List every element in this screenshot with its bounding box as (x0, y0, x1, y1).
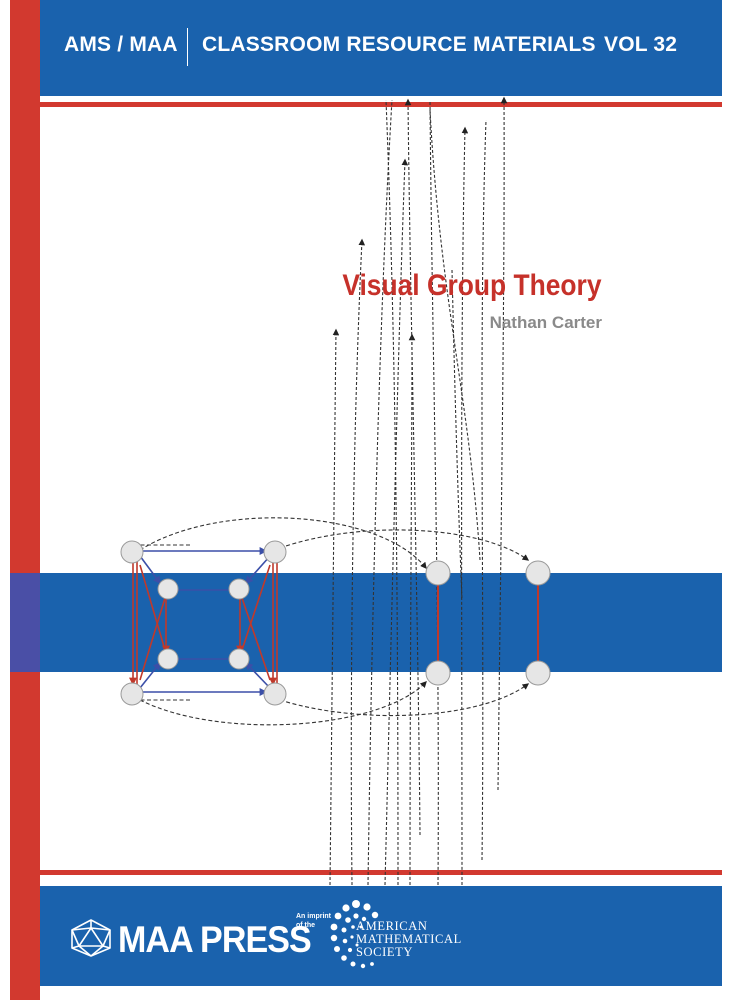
node-outer-top-left (120, 540, 144, 564)
node-outer-bottom-left (120, 682, 144, 706)
series-publishers: AMS / MAA (64, 33, 178, 56)
middle-band-spine-segment (10, 573, 40, 672)
maa-press-wordmark: MAA PRESS (118, 919, 312, 960)
ams-line-1: AMERICAN (356, 919, 428, 933)
ams-line-3: SOCIETY (356, 945, 413, 959)
dashed-flow-lines (329, 96, 508, 886)
bottom-blue-band (40, 886, 722, 986)
dotted-spiral-icon (330, 900, 379, 969)
node-inner-bottom-right (228, 648, 250, 670)
series-collection: CLASSROOM RESOURCE MATERIALS (202, 33, 596, 56)
node-inner-top-right (228, 578, 250, 600)
node-square-top-right (525, 560, 551, 586)
book-author: Nathan Carter (489, 313, 602, 332)
blue-generator-edges (139, 547, 271, 696)
bottom-red-rule (40, 870, 722, 875)
ams-line-2: MATHEMATICAL (356, 932, 462, 946)
dashed-arc-connectors (134, 517, 530, 726)
node-square-bottom-right (525, 660, 551, 686)
series-volume: VOL 32 (604, 33, 678, 56)
node-square-bottom-left (425, 660, 451, 686)
node-inner-top-left (157, 578, 179, 600)
icosahedron-icon (71, 919, 111, 957)
red-generator-edges (129, 560, 278, 686)
ams-wordmark: AMERICAN MATHEMATICAL SOCIETY (356, 920, 462, 959)
middle-blue-band (10, 573, 722, 672)
book-title: Visual Group Theory (342, 269, 602, 302)
red-spine (10, 0, 40, 1000)
top-red-rule (40, 102, 722, 107)
node-square-top-left (425, 560, 451, 586)
right-square-edges (437, 584, 539, 662)
imprint-note: An imprint of the (296, 912, 331, 930)
node-outer-bottom-right (263, 682, 287, 706)
imprint-line-2: of the (296, 922, 316, 929)
imprint-line-1: An imprint (296, 913, 331, 920)
series-divider (187, 28, 188, 66)
diagram-nodes (120, 540, 551, 706)
node-inner-bottom-left (157, 648, 179, 670)
node-outer-top-right (263, 540, 287, 564)
top-blue-band (40, 0, 722, 96)
